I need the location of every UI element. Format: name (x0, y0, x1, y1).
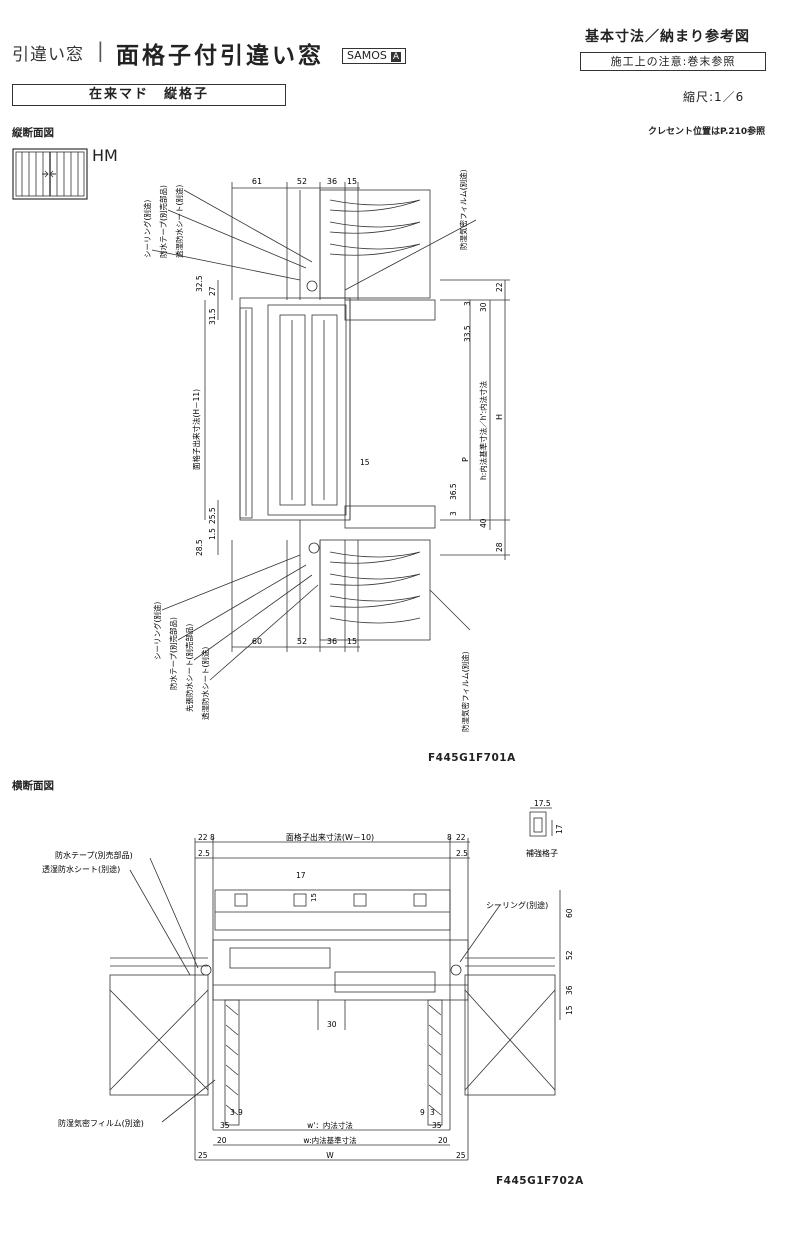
v-dim-left-3: 31.5 (208, 308, 217, 325)
vertical-drawing-code: F445G1F701A (428, 752, 516, 764)
h-dim-bottom-7: 20 (217, 1136, 227, 1145)
h-dim-top-4: 22 (456, 833, 466, 842)
vertical-section-title: 縦断面図 (12, 127, 54, 139)
v-dim-left-5: 25.5 (208, 507, 217, 524)
bar-dim-1: 17 (296, 871, 306, 880)
grille-width-label: 面格子出来寸法(W－10) (286, 832, 374, 842)
v-dim-top-3: 36 (327, 177, 337, 186)
v-label-film-bottom: 防湿気密フィルム(別途) (460, 651, 470, 732)
h-dim-top-6: 2.5 (456, 849, 468, 858)
h-dim-top-2: 8 (210, 833, 215, 842)
category-label: 引違い窓 (12, 45, 84, 65)
v-label-sealing-bottom: シーリング(別途) (152, 602, 162, 660)
series-name: SAMOS (347, 49, 387, 62)
grille-height-label: 面格子出来寸法(H－11) (191, 389, 201, 470)
v-dim-right-5: 36.5 (449, 483, 458, 500)
v-dim-bottom-2: 52 (297, 637, 307, 646)
h-dim-right-3: 36 (565, 985, 574, 995)
v-dim-right-7: 40 (479, 518, 488, 528)
horizontal-section-title: 横断面図 (12, 780, 54, 792)
w-prime-label: w'：内法寸法 (307, 1120, 353, 1130)
W-label: W (326, 1151, 334, 1160)
v-dim-right-2: 30 (479, 302, 488, 312)
h-label-sheet: 透湿防水シート(別途) (42, 864, 120, 874)
reinforce-dim-1: 17.5 (534, 799, 551, 808)
v-dim-left-2: 27 (208, 286, 217, 296)
construction-notice: 施工上の注意:巻末参照 (580, 52, 766, 71)
subtitle-box: 在来マド 縦格子 (12, 84, 286, 106)
h-dim-bottom-10: 25 (456, 1151, 466, 1160)
scale-label: 縮尺:1／6 (683, 90, 745, 104)
v-label-tape-bottom: 防水テープ(別売部品) (168, 617, 178, 690)
h-dim-bottom-6: 35 (432, 1121, 442, 1130)
v-dim-right-4: 33.5 (463, 325, 472, 342)
v-dim-right-6: 3 (449, 511, 458, 516)
w-label: w:内法基準寸法 (303, 1135, 357, 1145)
center-dim: 30 (327, 1020, 337, 1029)
header-separator: | (97, 38, 104, 62)
v-dim-bottom-3: 36 (327, 637, 337, 646)
v-dim-right-9: 15 (360, 458, 370, 467)
h-label-sealing: シーリング(別途) (486, 900, 548, 910)
type-code: HM (92, 146, 118, 165)
v-dim-bottom-1: 60 (252, 637, 262, 646)
reinforce-dim-2: 17 (555, 824, 564, 834)
v-dim-left-1: 32.5 (195, 275, 204, 292)
h-dim-bottom-4: 3 (430, 1108, 435, 1117)
series-badge-letter: A (390, 52, 402, 62)
h-label: H (495, 414, 504, 420)
horizontal-drawing-code: F445G1F702A (496, 1175, 584, 1187)
h-dim-top-1: 22 (198, 833, 208, 842)
h-dim-bottom-1: 3 (230, 1108, 235, 1117)
v-label-sealing-top: シーリング(別途) (142, 200, 152, 258)
v-label-sheet-bottom: 透湿防水シート(別途) (200, 647, 210, 720)
v-dim-right-3: 3 (463, 301, 472, 306)
h-dim-top-5: 2.5 (198, 849, 210, 858)
h-dim-top-3: 8 (447, 833, 452, 842)
p-label: P (461, 457, 470, 462)
h-label-tape: 防水テープ(別売部品) (55, 850, 133, 860)
h-dim-bottom-5: 35 (220, 1121, 230, 1130)
h-dim-bottom-9: 25 (198, 1151, 208, 1160)
h-dim-right-4: 15 (565, 1005, 574, 1015)
h-dim-right-2: 52 (565, 950, 574, 960)
v-label-presheet-bottom: 先張防水シート(別売部品) (184, 624, 194, 712)
h-dim-bottom-2: 9 (238, 1108, 243, 1117)
h-label-film: 防湿気密フィルム(別途) (58, 1118, 144, 1128)
v-label-sheet-top: 透湿防水シート(別途) (174, 185, 184, 258)
hm-window-icon (12, 148, 88, 200)
inner-height-label: h:内法基準寸法／h':内法寸法 (478, 380, 488, 480)
v-dim-left-6: 28.5 (195, 539, 204, 556)
v-dim-right-8: 28 (495, 542, 504, 552)
v-dim-top-1: 61 (252, 177, 262, 186)
h-dim-bottom-8: 20 (438, 1136, 448, 1145)
v-label-film-top: 防湿気密フィルム(別途) (458, 169, 468, 250)
crescent-note: クレセント位置はP.210参照 (648, 127, 766, 137)
horizontal-section-drawing: 17.5 17 補強格子 22 8 8 22 2.5 2.5 面格子出来寸法(W… (42, 799, 574, 1161)
v-dim-top-4: 15 (347, 177, 357, 186)
h-dim-bottom-3: 9 (420, 1108, 425, 1117)
v-dim-right-1: 22 (495, 282, 504, 292)
h-dim-right-1: 60 (565, 908, 574, 918)
bar-dim-2: 15 (310, 893, 318, 902)
v-dim-top-2: 52 (297, 177, 307, 186)
v-label-tape-top: 防水テープ(別売部品) (158, 185, 168, 258)
vertical-section-drawing: 61 52 36 15 60 52 36 15 32.5 27 31.5 1.5… (142, 169, 510, 732)
page-title: 面格子付引違い窓 (116, 43, 324, 69)
document-type: 基本寸法／納まり参考図 (585, 29, 750, 45)
reinforce-label: 補強格子 (526, 848, 558, 858)
v-dim-left-4: 1.5 (208, 528, 217, 540)
v-dim-bottom-4: 15 (347, 637, 357, 646)
